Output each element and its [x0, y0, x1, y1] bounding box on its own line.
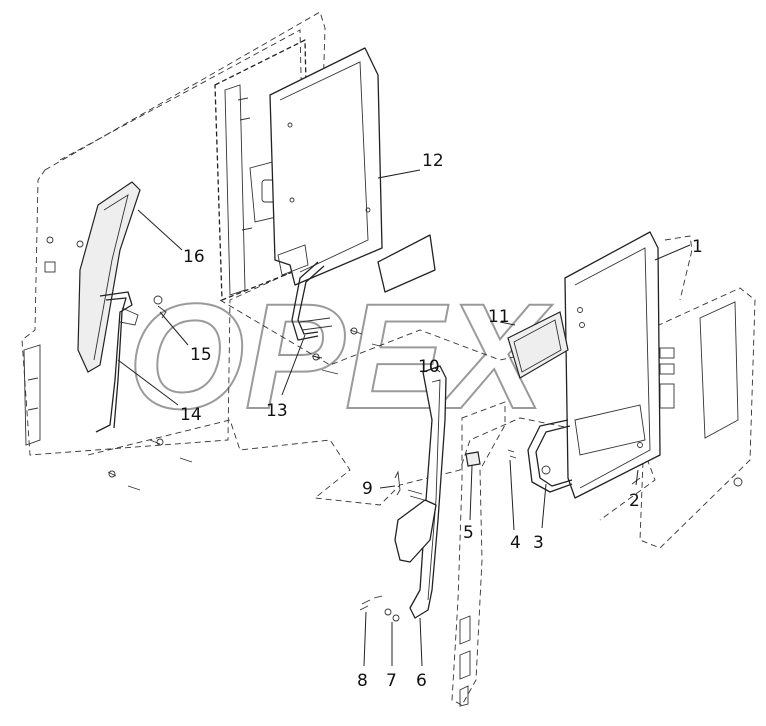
callout-15: 15 [190, 345, 212, 365]
callout-4: 4 [510, 533, 521, 553]
callout-7: 7 [386, 671, 397, 691]
callout-1: 1 [692, 237, 703, 257]
part-3-right-handle [527, 419, 573, 493]
callout-5: 5 [463, 523, 474, 543]
callout-9: 9 [362, 479, 373, 499]
callout-11: 11 [488, 307, 510, 327]
rear-wall-panel [21, 11, 326, 456]
callout-6: 6 [416, 671, 427, 691]
callout-12: 12 [422, 151, 444, 171]
callout-16: 16 [183, 247, 205, 267]
center-lower-pillar [451, 401, 506, 707]
callout-2: 2 [629, 491, 640, 511]
part-1-right-trim-panel [564, 231, 661, 499]
callout-14: 14 [180, 405, 202, 425]
callout-10: 10 [418, 357, 440, 377]
right-wall-panel [639, 235, 756, 549]
part-13-grab-handle [291, 261, 381, 375]
part-12-trim-panel [269, 47, 436, 293]
callout-labels: 1 2 3 4 5 6 7 8 9 10 11 12 13 14 15 16 [180, 151, 703, 691]
callout-8: 8 [357, 671, 368, 691]
fasteners [359, 449, 641, 622]
part-16-pillar-trim [76, 181, 141, 373]
callout-3: 3 [533, 533, 544, 553]
part-10-pillar-trim [394, 365, 447, 619]
part-11-window-trim [507, 311, 569, 379]
watermark-text: OPEX [128, 272, 553, 440]
upper-center-panel [214, 39, 311, 301]
leader-lines [117, 169, 691, 667]
callout-13: 13 [266, 401, 288, 421]
